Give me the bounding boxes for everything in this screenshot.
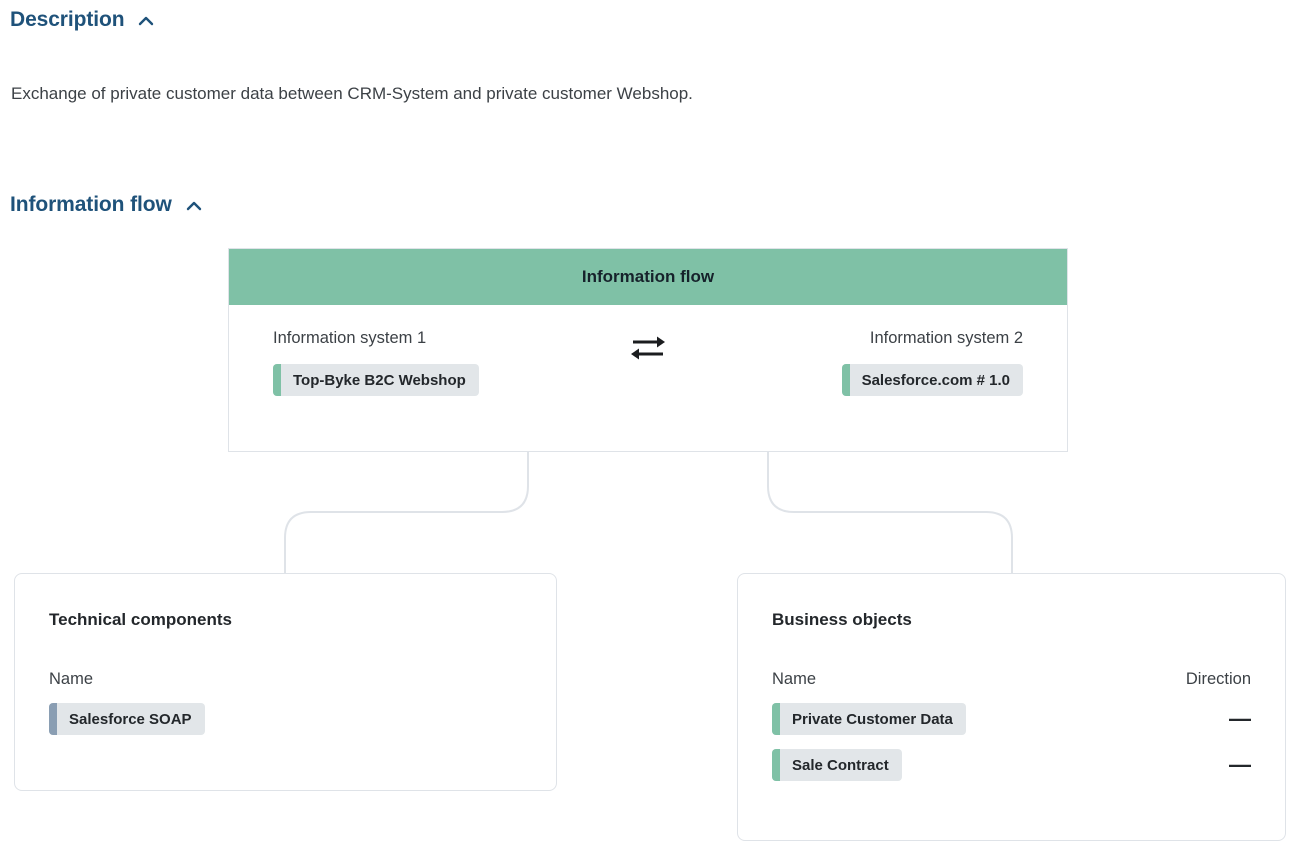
information-system-1-chip[interactable]: Top-Byke B2C Webshop (273, 364, 479, 396)
chip-accent-bar (273, 364, 281, 396)
section-heading-information-flow-label: Information flow (10, 193, 172, 216)
chip-label: Top-Byke B2C Webshop (293, 371, 466, 389)
table-row: Sale Contract — (772, 749, 1251, 795)
table-header-row: Name Direction (772, 670, 1251, 703)
business-objects-panel: Business objects Name Direction Private … (737, 573, 1286, 841)
table-row: Private Customer Data — (772, 703, 1251, 749)
exchange-arrows-icon (628, 331, 668, 365)
table-row: Salesforce SOAP (49, 703, 522, 749)
section-heading-description-label: Description (10, 8, 125, 31)
chip-label: Salesforce SOAP (69, 710, 192, 728)
direction-value: — (1229, 705, 1251, 731)
chip-accent-bar (772, 749, 780, 781)
chip-label: Private Customer Data (792, 710, 953, 728)
information-system-1-label: Information system 1 (273, 329, 427, 347)
chip-accent-bar (49, 703, 57, 735)
column-header-name: Name (49, 670, 94, 688)
information-system-1: Information system 1 Top-Byke B2C Websho… (273, 329, 479, 396)
chevron-up-icon[interactable] (184, 196, 204, 216)
information-system-2: Information system 2 Salesforce.com # 1.… (841, 329, 1023, 396)
chevron-up-icon[interactable] (136, 11, 156, 31)
section-heading-information-flow[interactable]: Information flow (10, 193, 204, 217)
panel-title: Business objects (772, 610, 912, 629)
technical-components-table: Name Salesforce SOAP (49, 670, 522, 749)
direction-value: — (1229, 751, 1251, 777)
information-system-2-label: Information system 2 (869, 329, 1023, 347)
information-system-2-chip[interactable]: Salesforce.com # 1.0 (841, 364, 1023, 396)
column-header-name: Name (772, 670, 817, 688)
chip-accent-bar (772, 703, 780, 735)
column-header-direction: Direction (1185, 670, 1251, 688)
business-object-chip[interactable]: Sale Contract (772, 749, 902, 781)
information-flow-card-header: Information flow (229, 249, 1067, 305)
information-flow-card-body: Information system 1 Top-Byke B2C Websho… (229, 305, 1067, 451)
panel-title: Technical components (49, 610, 232, 629)
section-heading-description[interactable]: Description (10, 8, 156, 32)
information-flow-card-title: Information flow (581, 267, 715, 286)
business-object-chip[interactable]: Private Customer Data (772, 703, 966, 735)
table-header-row: Name (49, 670, 522, 703)
chip-label: Salesforce.com # 1.0 (861, 371, 1010, 389)
technical-component-chip[interactable]: Salesforce SOAP (49, 703, 205, 735)
technical-components-panel: Technical components Name Salesforce SOA… (14, 573, 557, 791)
business-objects-table: Name Direction Private Customer Data — (772, 670, 1251, 795)
information-flow-card: Information flow Information system 1 To… (228, 248, 1068, 452)
chip-accent-bar (841, 364, 850, 396)
description-text: Exchange of private customer data betwee… (11, 84, 693, 103)
chip-label: Sale Contract (792, 756, 889, 774)
